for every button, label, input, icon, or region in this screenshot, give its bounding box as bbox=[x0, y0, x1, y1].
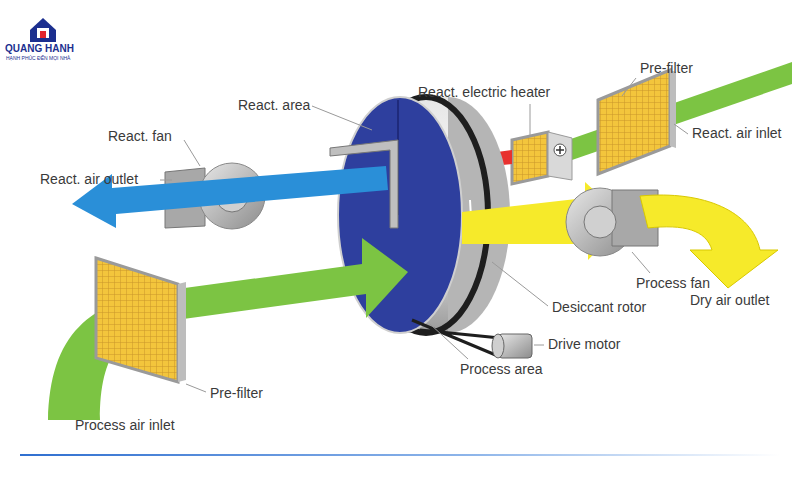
pre-filter-bottom bbox=[96, 258, 186, 382]
electric-heater bbox=[512, 132, 572, 184]
pre-filter-top bbox=[598, 70, 676, 174]
part-label: React. air inlet bbox=[692, 125, 781, 141]
part-label: Process air inlet bbox=[75, 417, 175, 433]
part-label: React. fan bbox=[108, 128, 172, 144]
logo-text: HẠNH PHÚC ĐẾN MỌI NHÀ bbox=[6, 55, 70, 61]
drive-motor bbox=[412, 320, 532, 358]
part-label: Pre-filter bbox=[640, 60, 693, 76]
process-inlet-arrow bbox=[48, 238, 408, 420]
dry-air-arrow bbox=[640, 195, 778, 288]
part-label: Desiccant rotor bbox=[552, 299, 646, 315]
logo-icon bbox=[30, 18, 56, 42]
part-label: Dry air outlet bbox=[690, 292, 769, 308]
part-label: Pre-filter bbox=[210, 385, 263, 401]
part-label: Process fan bbox=[636, 275, 710, 291]
part-label: React. electric heater bbox=[418, 84, 550, 100]
part-label: Process area bbox=[460, 361, 542, 377]
logo-text: QUANG HANH bbox=[5, 43, 74, 54]
leader-lines bbox=[160, 78, 688, 392]
part-label: Drive motor bbox=[548, 336, 620, 352]
part-label: React. area bbox=[238, 97, 310, 113]
part-label: React. air outlet bbox=[40, 171, 138, 187]
bottom-rule bbox=[20, 454, 780, 456]
